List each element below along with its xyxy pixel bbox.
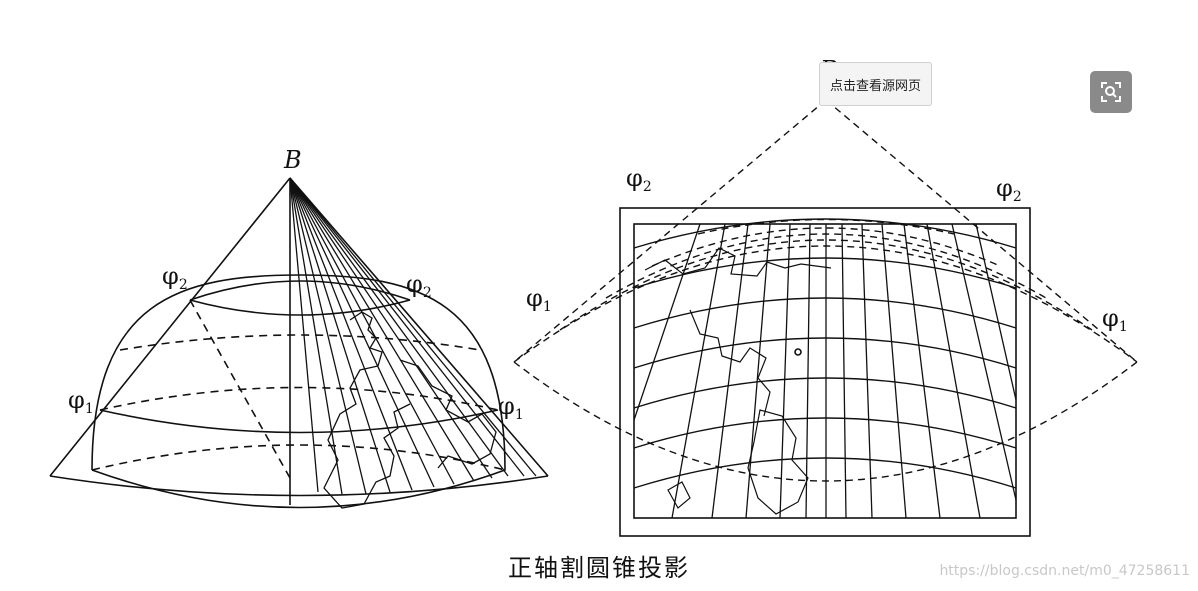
search-lens-icon[interactable]	[1090, 71, 1132, 113]
phi1-map-right-label: φ1	[1102, 304, 1128, 335]
phi1-map-left-label: φ1	[526, 284, 552, 315]
map-frame-outer	[619, 207, 1031, 537]
map-island	[794, 348, 802, 356]
view-source-button[interactable]: 点击查看源网页	[819, 62, 933, 106]
parallel-phi2-back	[189, 280, 411, 301]
globe-outline	[91, 274, 506, 509]
map-frame-inner	[633, 223, 1017, 519]
phi2-right-label: φ2	[406, 270, 432, 301]
parallel-mid-dashed	[119, 334, 481, 351]
map-coastline-europe	[689, 309, 771, 417]
parallel-phi2-front	[189, 299, 411, 316]
phi2-map-right-label: φ2	[996, 174, 1022, 205]
cone-base	[49, 475, 549, 497]
map-coastline-africa	[747, 409, 809, 515]
phi1-right-label: φ1	[498, 392, 524, 423]
phi1-left-label: φ1	[68, 386, 94, 417]
map-meridians	[633, 223, 1017, 519]
parallel-phi1-back	[99, 386, 499, 411]
figure-caption: 正轴割圆锥投影	[508, 554, 690, 582]
apex-label-left: B	[283, 146, 302, 174]
coastline-left	[323, 311, 411, 509]
secant-cone-diagram	[49, 177, 549, 509]
parallel-phi1-front	[99, 409, 499, 434]
inner-dashed-line	[189, 299, 291, 479]
developed-cone-map	[513, 99, 1138, 537]
cone-right-edge	[289, 177, 549, 477]
map-parallels	[633, 218, 1017, 489]
map-coastline-north	[644, 247, 832, 277]
phi2-map-left-label: φ2	[626, 164, 652, 195]
cone-meridian-rays	[289, 177, 537, 495]
coastline-right	[399, 359, 497, 469]
map-coastline-south	[667, 481, 691, 509]
phi2-left-label: φ2	[162, 262, 188, 293]
parallel-lower-back	[91, 444, 506, 471]
watermark: https://blog.csdn.net/m0_47258611	[939, 563, 1190, 579]
cone-left-edge	[49, 177, 291, 477]
